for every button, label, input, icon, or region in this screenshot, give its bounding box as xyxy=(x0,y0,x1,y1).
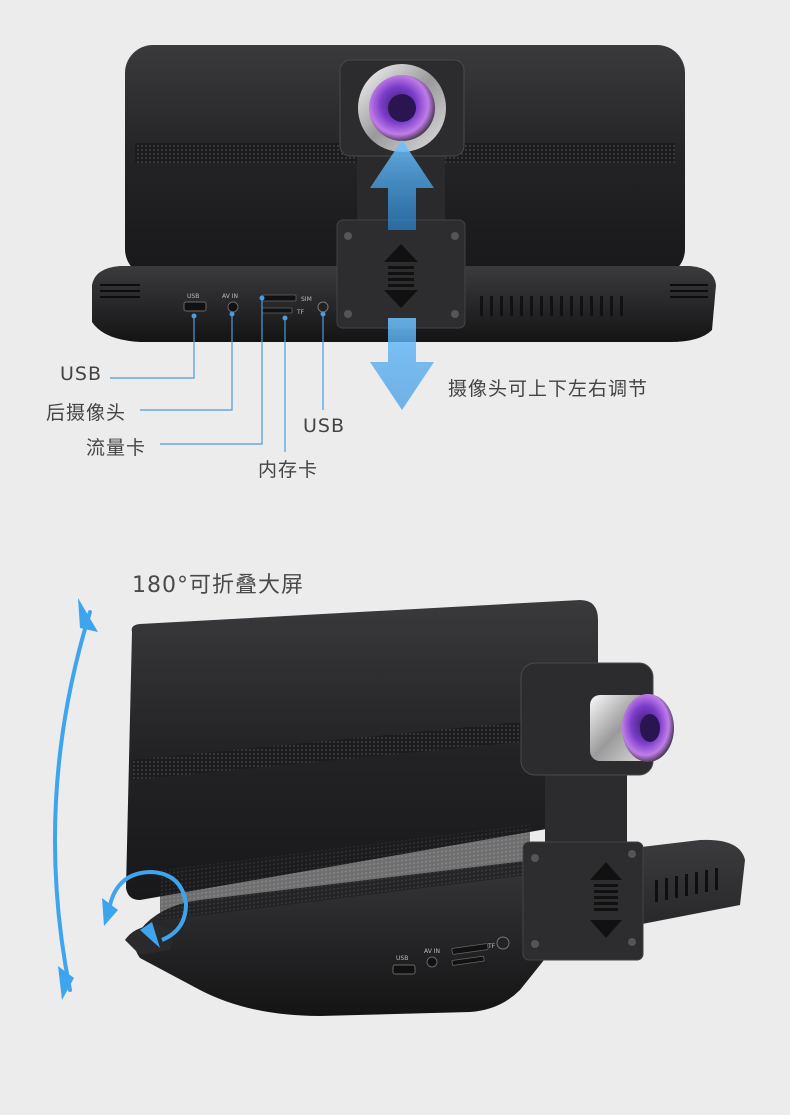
fold-arc-arrow-icon xyxy=(52,610,92,992)
adjust-arrow-icon xyxy=(370,140,434,410)
callout-lines xyxy=(110,300,324,452)
callout-memory-card: 内存卡 xyxy=(258,459,319,481)
sim-port-text: SIM xyxy=(301,296,312,303)
tf-port-text: TF xyxy=(296,309,305,316)
usb-port-text-bottom: USB xyxy=(396,955,408,962)
callout-usb-left: USB xyxy=(60,363,103,385)
fold-screen-label: 180°可折叠大屏 xyxy=(132,573,304,598)
tf-port-text-bottom: TF xyxy=(487,943,496,950)
usb-port-text: USB xyxy=(187,293,199,300)
av-in-port-text: AV IN xyxy=(222,293,238,300)
av-in-port-text-bottom: AV IN xyxy=(424,948,440,955)
callout-rear-camera: 后摄像头 xyxy=(46,402,127,424)
callout-data-card: 流量卡 xyxy=(86,437,147,459)
bottom-device xyxy=(125,600,745,1016)
callout-usb-right: USB xyxy=(303,415,346,437)
callout-camera-adjust: 摄像头可上下左右调节 xyxy=(448,378,649,400)
rotate-hinge-icon xyxy=(102,869,189,948)
